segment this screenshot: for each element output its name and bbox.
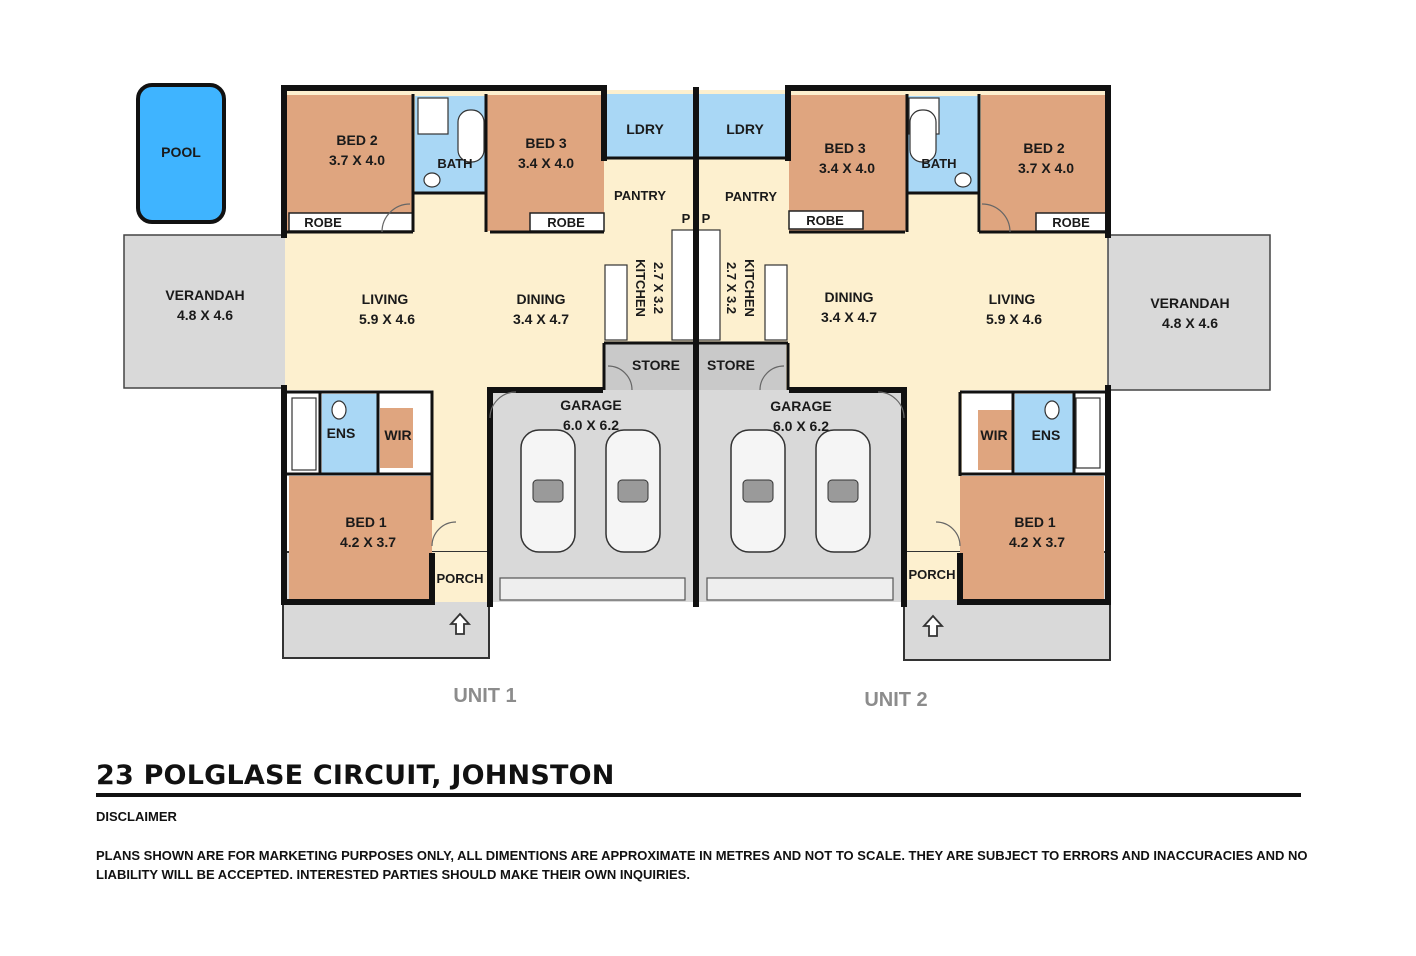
room-name: STORE xyxy=(707,357,755,373)
store-unit-2 xyxy=(698,343,786,390)
robe-label: ROBE xyxy=(547,215,585,230)
laundry-unit-1 xyxy=(605,94,695,158)
room-size: 3.4 X 4.0 xyxy=(819,160,875,176)
room-name: LDRY xyxy=(726,121,764,137)
room-size: 5.9 X 4.6 xyxy=(986,311,1042,327)
room-name: BED 2 xyxy=(1023,140,1064,156)
verandah-unit-2 xyxy=(1107,234,1271,391)
room-name: VERANDAH xyxy=(1150,295,1229,311)
room-size: 3.4 X 4.7 xyxy=(513,311,569,327)
pool-label: POOL xyxy=(161,144,201,160)
room-name: DINING xyxy=(517,291,566,307)
robe-label: ROBE xyxy=(1052,215,1090,230)
room-size: 4.2 X 3.7 xyxy=(1009,534,1065,550)
room-name: VERANDAH xyxy=(165,287,244,303)
unit-2-label: UNIT 2 xyxy=(864,689,927,711)
title-divider xyxy=(96,793,1301,797)
pantry-p: P xyxy=(702,211,711,226)
room-size: 6.0 X 6.2 xyxy=(563,417,619,433)
room-size: 3.4 X 4.0 xyxy=(518,155,574,171)
room-size: 3.7 X 4.0 xyxy=(1018,160,1074,176)
wir-unit-1 xyxy=(380,408,413,468)
bed-2-unit-1 xyxy=(287,95,413,231)
room-size: 3.4 X 4.7 xyxy=(821,309,877,325)
room-size: 4.2 X 3.7 xyxy=(340,534,396,550)
ensuite-unit-1 xyxy=(322,394,378,474)
room-name: ENS xyxy=(1032,427,1061,443)
room-name: BATH xyxy=(437,156,472,171)
room-size: 5.9 X 4.6 xyxy=(359,311,415,327)
disclaimer-heading: DISCLAIMER xyxy=(96,809,177,824)
disclaimer-text: PLANS SHOWN ARE FOR MARKETING PURPOSES O… xyxy=(96,848,1308,882)
room-name: DINING xyxy=(825,289,874,305)
room-name: BED 1 xyxy=(1014,514,1055,530)
room-name: GARAGE xyxy=(560,397,621,413)
unit-1-label: UNIT 1 xyxy=(453,685,516,707)
property-address: 23 POLGLASE CIRCUIT, JOHNSTON xyxy=(96,760,615,791)
room-name: PANTRY xyxy=(614,188,666,203)
room-name: BED 2 xyxy=(336,132,377,148)
entry-arrow-icon xyxy=(448,612,472,635)
room-name: GARAGE xyxy=(770,398,831,414)
room-name: WIR xyxy=(384,427,411,443)
bed-3-unit-1 xyxy=(487,95,604,231)
pantry-p: P xyxy=(682,211,691,226)
room-name: PORCH xyxy=(437,571,484,586)
room-name: ENS xyxy=(327,425,356,441)
bed-3-unit-2 xyxy=(789,95,907,231)
room-name: PORCH xyxy=(909,567,956,582)
room-name: PANTRY xyxy=(725,189,777,204)
robe-label: ROBE xyxy=(806,213,844,228)
room-size: 2.7 X 3.2 xyxy=(724,262,739,314)
room-name: KITCHEN xyxy=(742,259,757,317)
floor-plan: POOL BED 2 3.7 X 4.0 BED 3 3.4 X 4.0 BAT… xyxy=(123,83,1271,711)
room-name: BED 1 xyxy=(345,514,386,530)
room-size: 4.8 X 4.6 xyxy=(1162,315,1218,331)
ensuite-unit-2 xyxy=(1015,394,1073,474)
verandah-unit-1 xyxy=(123,234,287,389)
room-name: STORE xyxy=(632,357,680,373)
robe-unit-2-a xyxy=(788,210,864,230)
room-name: BED 3 xyxy=(525,135,566,151)
room-name: BATH xyxy=(921,156,956,171)
room-name: BED 3 xyxy=(824,140,865,156)
room-size: 6.0 X 6.2 xyxy=(773,418,829,434)
room-name: WIR xyxy=(980,427,1007,443)
room-size: 3.7 X 4.0 xyxy=(329,152,385,168)
room-name: LDRY xyxy=(626,121,664,137)
pool xyxy=(136,83,226,224)
store-unit-1 xyxy=(605,343,695,390)
room-size: 2.7 X 3.2 xyxy=(651,262,666,314)
room-name: LIVING xyxy=(989,291,1036,307)
room-name: KITCHEN xyxy=(633,259,648,317)
bed-2-unit-2 xyxy=(981,95,1106,231)
room-name: LIVING xyxy=(362,291,409,307)
laundry-unit-2 xyxy=(698,94,786,158)
room-size: 4.8 X 4.6 xyxy=(177,307,233,323)
wir-unit-2 xyxy=(978,410,1012,470)
bed-1-unit-1 xyxy=(289,476,432,602)
entry-arrow-icon xyxy=(921,614,945,637)
bed-1-unit-2 xyxy=(960,476,1104,602)
robe-label: ROBE xyxy=(304,215,342,230)
